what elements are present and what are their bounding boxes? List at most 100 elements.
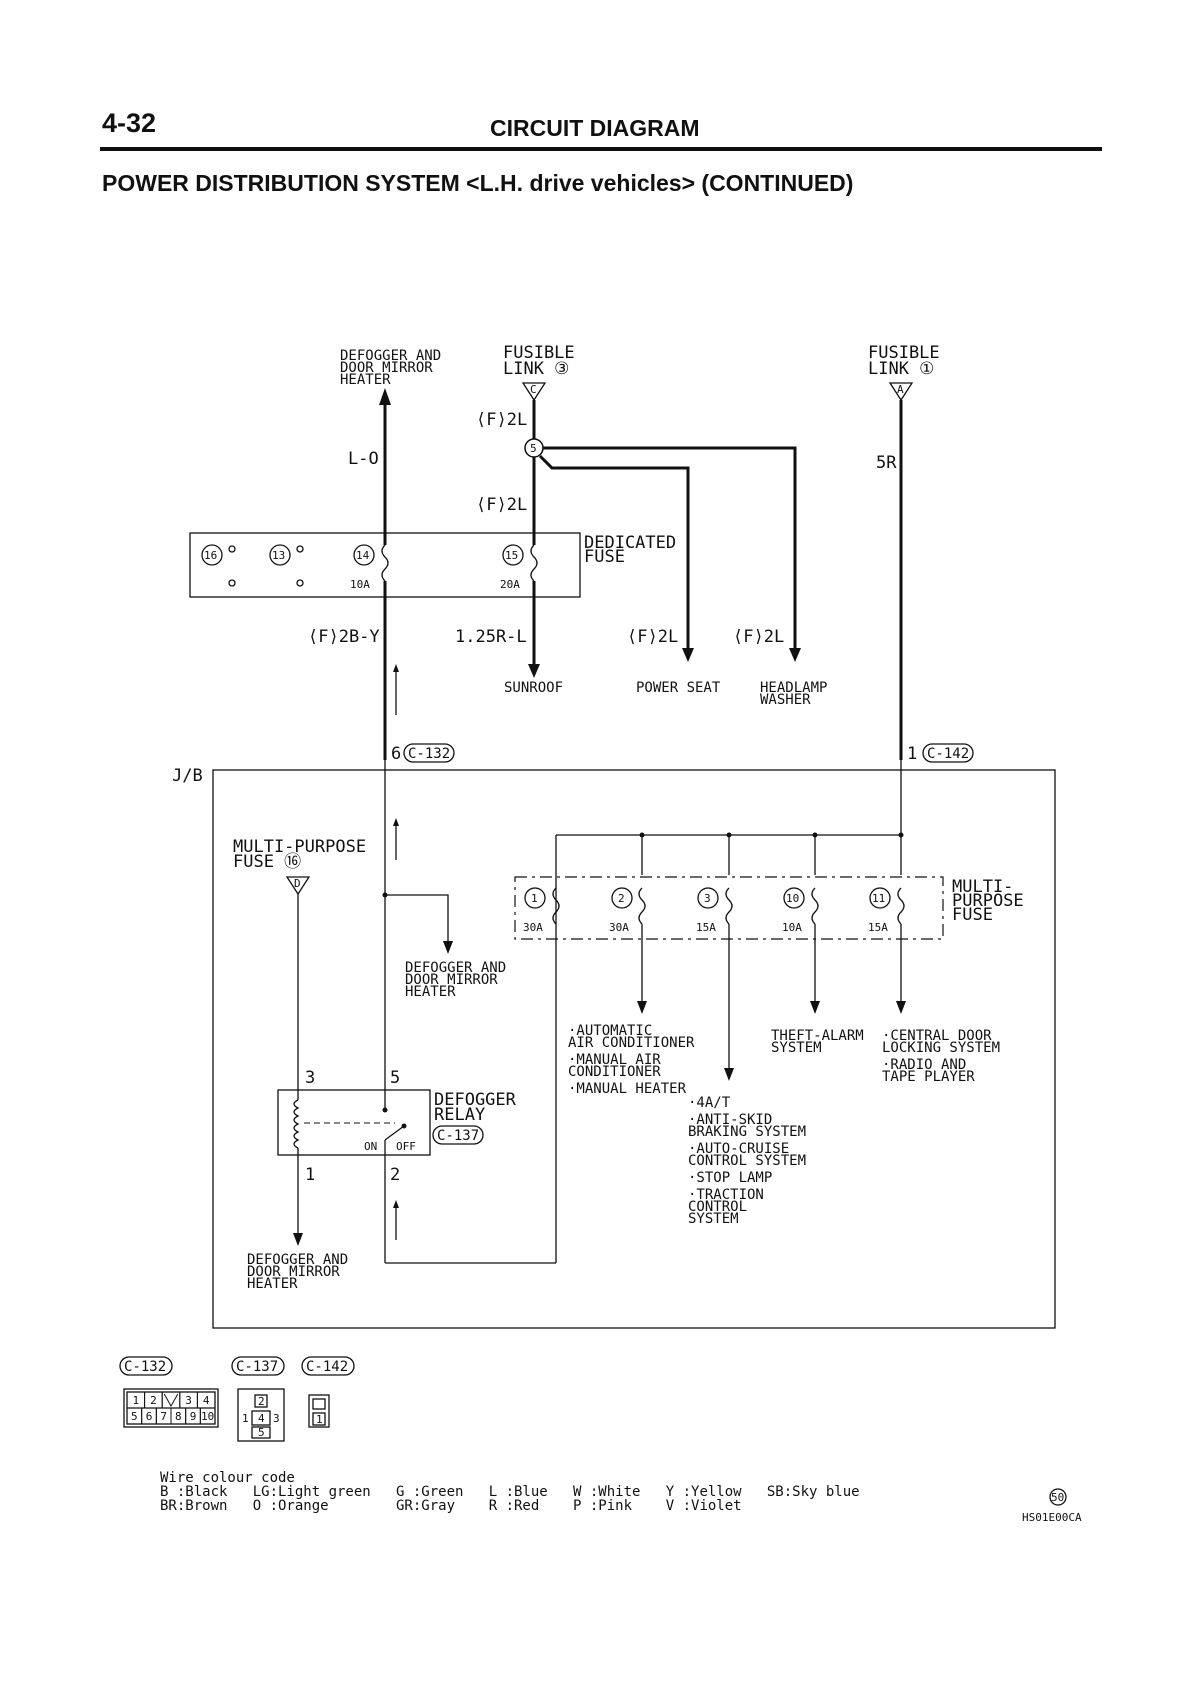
section-title: CIRCUIT DIAGRAM [490, 115, 700, 141]
c132-face-outer [123, 1388, 219, 1428]
dedicated-fuse-15-rating: 20A [500, 578, 520, 591]
c142-pin-1-cell [312, 1412, 326, 1426]
load-fuse2-line4: CONDITIONER [568, 1064, 661, 1080]
c142-connector-face: 1 [308, 1394, 330, 1428]
c132-pin-number: 6 [146, 1410, 153, 1423]
mp-fuse-11-rating: 15A [868, 921, 888, 934]
load-fuse11-line3: ·RADIO AND [882, 1057, 966, 1073]
mp-fuse-11-circle [869, 887, 891, 909]
arrow-defogger-mid [443, 941, 453, 954]
c142-view-label: C-142 [306, 1359, 348, 1375]
c137-pin-5-cell [251, 1426, 271, 1439]
terminal-d-symbol [285, 876, 311, 896]
c137-face-outer [237, 1388, 285, 1442]
fusible-link-1-label: FUSIBLE LINK ① [868, 343, 940, 379]
c142-label: C-142 [927, 746, 969, 762]
c137-oval [432, 1125, 484, 1145]
mp-fuse-11-element [897, 887, 905, 925]
multi-fuse-title-2: PURPOSE [952, 891, 1024, 911]
relay-title-1: DEFOGGER [434, 1090, 517, 1110]
c132-view-oval [119, 1356, 173, 1376]
arrow-to-headlamp-washer [789, 648, 801, 662]
mp-fuse16-label-line1: MULTI-PURPOSE [233, 837, 366, 857]
dedicated-fuse-14-rating: 10A [350, 578, 370, 591]
mp-fuse-10-element [811, 887, 819, 925]
c137-pin-1: 1 [242, 1412, 249, 1425]
c132-view-label: C-132 [124, 1359, 166, 1375]
c137-relay-label: C-137 [437, 1128, 479, 1144]
page-circle [1049, 1488, 1067, 1506]
relay-pin-1: 1 [305, 1165, 315, 1185]
relay-on-label: ON [364, 1140, 377, 1153]
wire-f2by-label: ⟨F⟩2B-Y [308, 627, 380, 647]
defogger-top-label: DEFOGGER AND DOOR MIRROR HEATER [340, 348, 441, 388]
headlamp-washer-line2: WASHER [760, 692, 811, 708]
defogger-top-line3: HEATER [340, 372, 391, 388]
multi-fuse-title-1: MULTI- [952, 877, 1013, 897]
load-fuse3-line8: CONTROL [688, 1199, 747, 1215]
terminal-c-label: C [530, 383, 537, 396]
arrow-fuse2 [637, 1001, 647, 1014]
junction-block-label: J/B [172, 766, 203, 786]
c137-view-oval [231, 1356, 285, 1376]
mp-fuse-1-circle [524, 887, 546, 909]
relay-switch-contact-off [401, 1123, 407, 1129]
fusible-link-1-line2: LINK ① [868, 359, 934, 379]
dedicated-fuse-16-bottom-terminal [228, 579, 236, 587]
mp-fuse-3-number: 3 [704, 892, 711, 905]
arrow-to-sunroof [528, 664, 540, 678]
relay-pin-5: 5 [390, 1068, 400, 1088]
mp-fuse-10-rating: 10A [782, 921, 802, 934]
page-circle-number: 50 [1051, 1491, 1064, 1504]
dedicated-fuse-16-top-terminal [228, 545, 236, 553]
wire-to-power-seat [538, 454, 690, 650]
junction-block-box [212, 769, 1056, 1329]
c137-pin-2-cell [254, 1394, 268, 1408]
mp-fuse-3-circle [697, 887, 719, 909]
c132-pin-number: 10 [201, 1410, 214, 1423]
dedicated-fuse-15-number: 15 [505, 549, 518, 562]
mp-fuse-10-circle [783, 887, 805, 909]
header-rule [100, 147, 1102, 151]
arrow-defogger-bottom [293, 1233, 303, 1246]
arrow-up-defogger [379, 388, 391, 405]
power-seat-label: POWER SEAT [636, 680, 721, 696]
diagram-subtitle: POWER DISTRIBUTION SYSTEM <L.H. drive ve… [102, 170, 854, 196]
dedicated-fuse-title-1: DEDICATED [584, 533, 676, 553]
c137-pin-3: 3 [273, 1412, 280, 1425]
c132-pin-cell [199, 1407, 216, 1425]
c142-face-latch [312, 1398, 326, 1410]
relay-title-2: RELAY [434, 1105, 485, 1125]
dedicated-fuse-15-element [530, 544, 538, 582]
load-fuse2-line3: ·MANUAL AIR [568, 1052, 661, 1068]
load-fuse3-line1: ·4A/T [688, 1095, 731, 1111]
terminal-a-label: A [897, 383, 904, 396]
c142-pin-1: 1 [316, 1413, 323, 1426]
sunroof-label: SUNROOF [504, 680, 563, 696]
c132-pin-number: 8 [175, 1410, 182, 1423]
wire-125rl-label: 1.25R-L [455, 627, 527, 647]
c132-pin-number: 1 [132, 1394, 139, 1407]
load-fuse3-line2: ·ANTI-SKID [688, 1112, 772, 1128]
wire-colour-line1: B :Black LG:Light green G :Green L :Blue… [160, 1484, 860, 1500]
load-fuse11-line2: LOCKING SYSTEM [882, 1040, 1000, 1056]
c132-pin-number: 2 [150, 1394, 157, 1407]
current-arrow-1-head [393, 664, 399, 672]
c132-pin-number: 7 [160, 1410, 167, 1423]
dedicated-fuse-15-circle [502, 544, 524, 566]
theft-alarm-line2: SYSTEM [771, 1040, 822, 1056]
defogger-mid-line3: HEATER [405, 984, 456, 1000]
c137-pin-4-cell [251, 1410, 271, 1426]
c137-pin-4: 4 [258, 1412, 265, 1425]
terminal-c-symbol [521, 382, 547, 402]
defogger-bottom-line2: DOOR MIRROR [247, 1264, 340, 1280]
mp-fuse-3-element [725, 887, 733, 925]
c132-key-mark [163, 1393, 179, 1408]
load-fuse11-line4: TAPE PLAYER [882, 1069, 975, 1085]
dedicated-fuse-title-2: FUSE [584, 547, 625, 567]
relay-pin-2: 2 [390, 1165, 400, 1185]
mp-fuse-2-circle [611, 887, 633, 909]
c132-pin-number: 4 [203, 1394, 210, 1407]
